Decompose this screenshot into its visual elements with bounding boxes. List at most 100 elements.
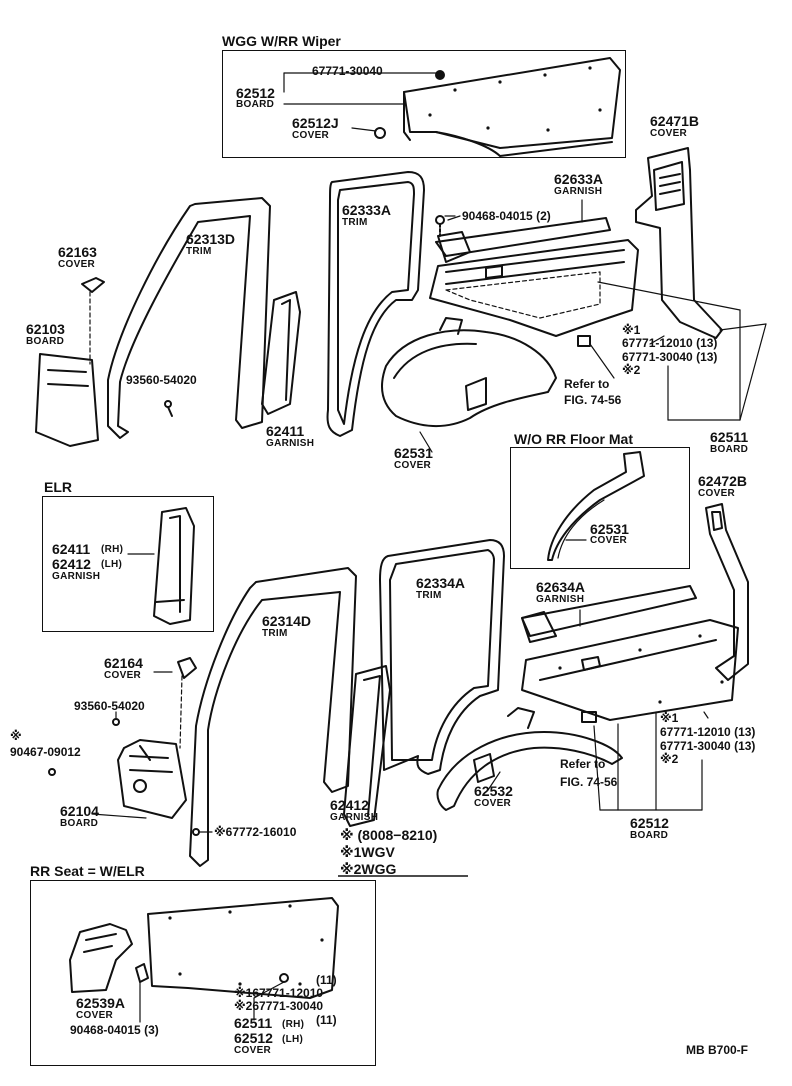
clip-67771-12010-top: 67771-12010 (13) [622, 336, 718, 350]
cover-62164-drawing [153, 657, 197, 749]
refer-fig-bottom: FIG. 74-56 [560, 775, 618, 789]
part-62633A-name: GARNISH [554, 186, 603, 197]
part-62471B-name: COVER [650, 128, 688, 139]
part-62531-box-name: COVER [590, 535, 628, 546]
elr-garnish-drawing [127, 507, 195, 625]
trim-62334A-drawing [379, 539, 505, 775]
elr-rh: (RH) [101, 544, 124, 555]
bolt-90467-09012: 90467-09012 [10, 745, 81, 759]
rr-seat-cover-62539A-drawing [69, 923, 133, 993]
mark-2-bottom: ※2 [660, 752, 679, 766]
part-62411-name: GARNISH [266, 438, 315, 449]
part-62103-name: BOARD [26, 336, 65, 347]
wgg-board-62512-drawing [374, 57, 621, 157]
cover-62472B-drawing [705, 503, 749, 681]
wo-floor-mat-title: W/O RR Floor Mat [514, 431, 633, 447]
rr-seat-clip-90468-drawing [135, 963, 149, 1023]
rr-lh: (LH) [282, 1034, 304, 1045]
part-62163-name: COVER [58, 259, 96, 270]
rr-clip-67771-12010: ※167771-12010 [234, 986, 324, 1000]
cover-62163-drawing [81, 277, 105, 365]
part-62314D-name: TRIM [262, 628, 288, 639]
wgg-part-62512J: 62512J [292, 115, 339, 131]
part-62472B-name: COVER [698, 488, 736, 499]
wheelhouse-62531-box-drawing [547, 451, 645, 561]
part-62539A-name: COVER [76, 1010, 114, 1021]
rr-qty-a: (11) [316, 973, 337, 987]
part-62334A-name: TRIM [416, 590, 442, 601]
part-62512-bottom: 62512 [630, 815, 669, 831]
part-62163: 62163 [58, 244, 97, 260]
part-62531-top-name: COVER [394, 460, 432, 471]
elr-lh: (LH) [101, 559, 123, 570]
part-62333A-name: TRIM [342, 217, 368, 228]
elr-inset-box [42, 496, 214, 632]
board-62512-bottom-drawing [521, 619, 739, 723]
part-62104: 62104 [60, 803, 99, 819]
wgg-cover-name: COVER [292, 130, 330, 141]
part-62334A: 62334A [416, 575, 466, 591]
part-62412-name: GARNISH [330, 812, 379, 823]
rr-seat-board-drawing [147, 897, 339, 1021]
screw-93560-54020-top: 93560-54020 [126, 373, 197, 387]
trim-62333A-drawing [326, 171, 425, 437]
note-date-range: ※ (8008−8210) [340, 827, 438, 843]
mark-2-top: ※2 [622, 363, 641, 377]
clip-90468-04015-3: 90468-04015 (3) [70, 1023, 159, 1037]
part-62104-name: BOARD [60, 818, 99, 829]
clip-67771-12010-bottom: 67771-12010 (13) [660, 725, 756, 739]
part-62532-name: COVER [474, 798, 512, 809]
note-wgg: ※2WGG [340, 861, 397, 877]
part-62633A: 62633A [554, 171, 604, 187]
wheelhouse-62532-drawing [436, 707, 623, 811]
rr-cover-name: COVER [234, 1045, 272, 1056]
rr-seat-title: RR Seat = W/ELR [30, 863, 145, 879]
screw-93560-54020-bottom: 93560-54020 [74, 699, 145, 713]
rr-part-62511: 62511 [234, 1015, 273, 1031]
garnish-62634A-drawing [521, 585, 697, 643]
figure-code: MB B700-F [686, 1043, 749, 1057]
wgg-section-title: WGG W/RR Wiper [222, 33, 341, 49]
part-62634A-name: GARNISH [536, 594, 585, 605]
wgg-board-name: BOARD [236, 99, 275, 110]
cover-62471B-drawing [635, 147, 723, 339]
rr-clip-67771-30040: ※267771-30040 [234, 999, 324, 1013]
clip-90468-04015-2: 90468-04015 (2) [462, 209, 551, 223]
part-62412: 62412 [330, 797, 369, 813]
part-62164-name: COVER [104, 670, 142, 681]
part-62314D: 62314D [262, 613, 312, 629]
screw-93560-bottom-drawing [112, 711, 120, 726]
wgg-part-62512: 62512 [236, 85, 275, 101]
part-62512-bottom-name: BOARD [630, 830, 669, 841]
garnish-62412-drawing [343, 665, 391, 827]
part-62511: 62511 [710, 429, 749, 445]
garnish-62633A-drawing [435, 215, 611, 263]
part-62539A: 62539A [76, 995, 126, 1011]
mark-90467: ※ [10, 729, 22, 743]
clip-67771-30040-bottom: 67771-30040 (13) [660, 739, 756, 753]
board-62511-drawing [429, 239, 639, 347]
rr-seat-inset-box [30, 880, 376, 1066]
part-62164: 62164 [104, 655, 143, 671]
clip-67772-drawing [91, 813, 213, 836]
trim-62314D-drawing [189, 567, 357, 867]
part-62634A: 62634A [536, 579, 586, 595]
wheelhouse-62531-top-drawing [380, 317, 557, 428]
elr-part-62411: 62411 [52, 541, 91, 557]
refer-fig-top: FIG. 74-56 [564, 393, 622, 407]
part-62313D-name: TRIM [186, 246, 212, 257]
board-62104-drawing [117, 739, 187, 819]
part-62103: 62103 [26, 321, 65, 337]
mark-1-bottom: ※1 [660, 711, 679, 725]
garnish-62411-drawing [261, 291, 301, 415]
part-62531-box: 62531 [590, 521, 629, 537]
part-62471B: 62471B [650, 113, 700, 129]
part-62313D: 62313D [186, 231, 236, 247]
trim-62313D-drawing [107, 197, 271, 439]
refer-to-bottom: Refer to [560, 757, 606, 771]
bolt-90467-drawing [48, 768, 56, 776]
rr-rh: (RH) [282, 1019, 305, 1030]
wgg-clip-67771-30040: 67771-30040 [312, 64, 383, 78]
clip-67772-16010: ※67772-16010 [214, 825, 297, 839]
